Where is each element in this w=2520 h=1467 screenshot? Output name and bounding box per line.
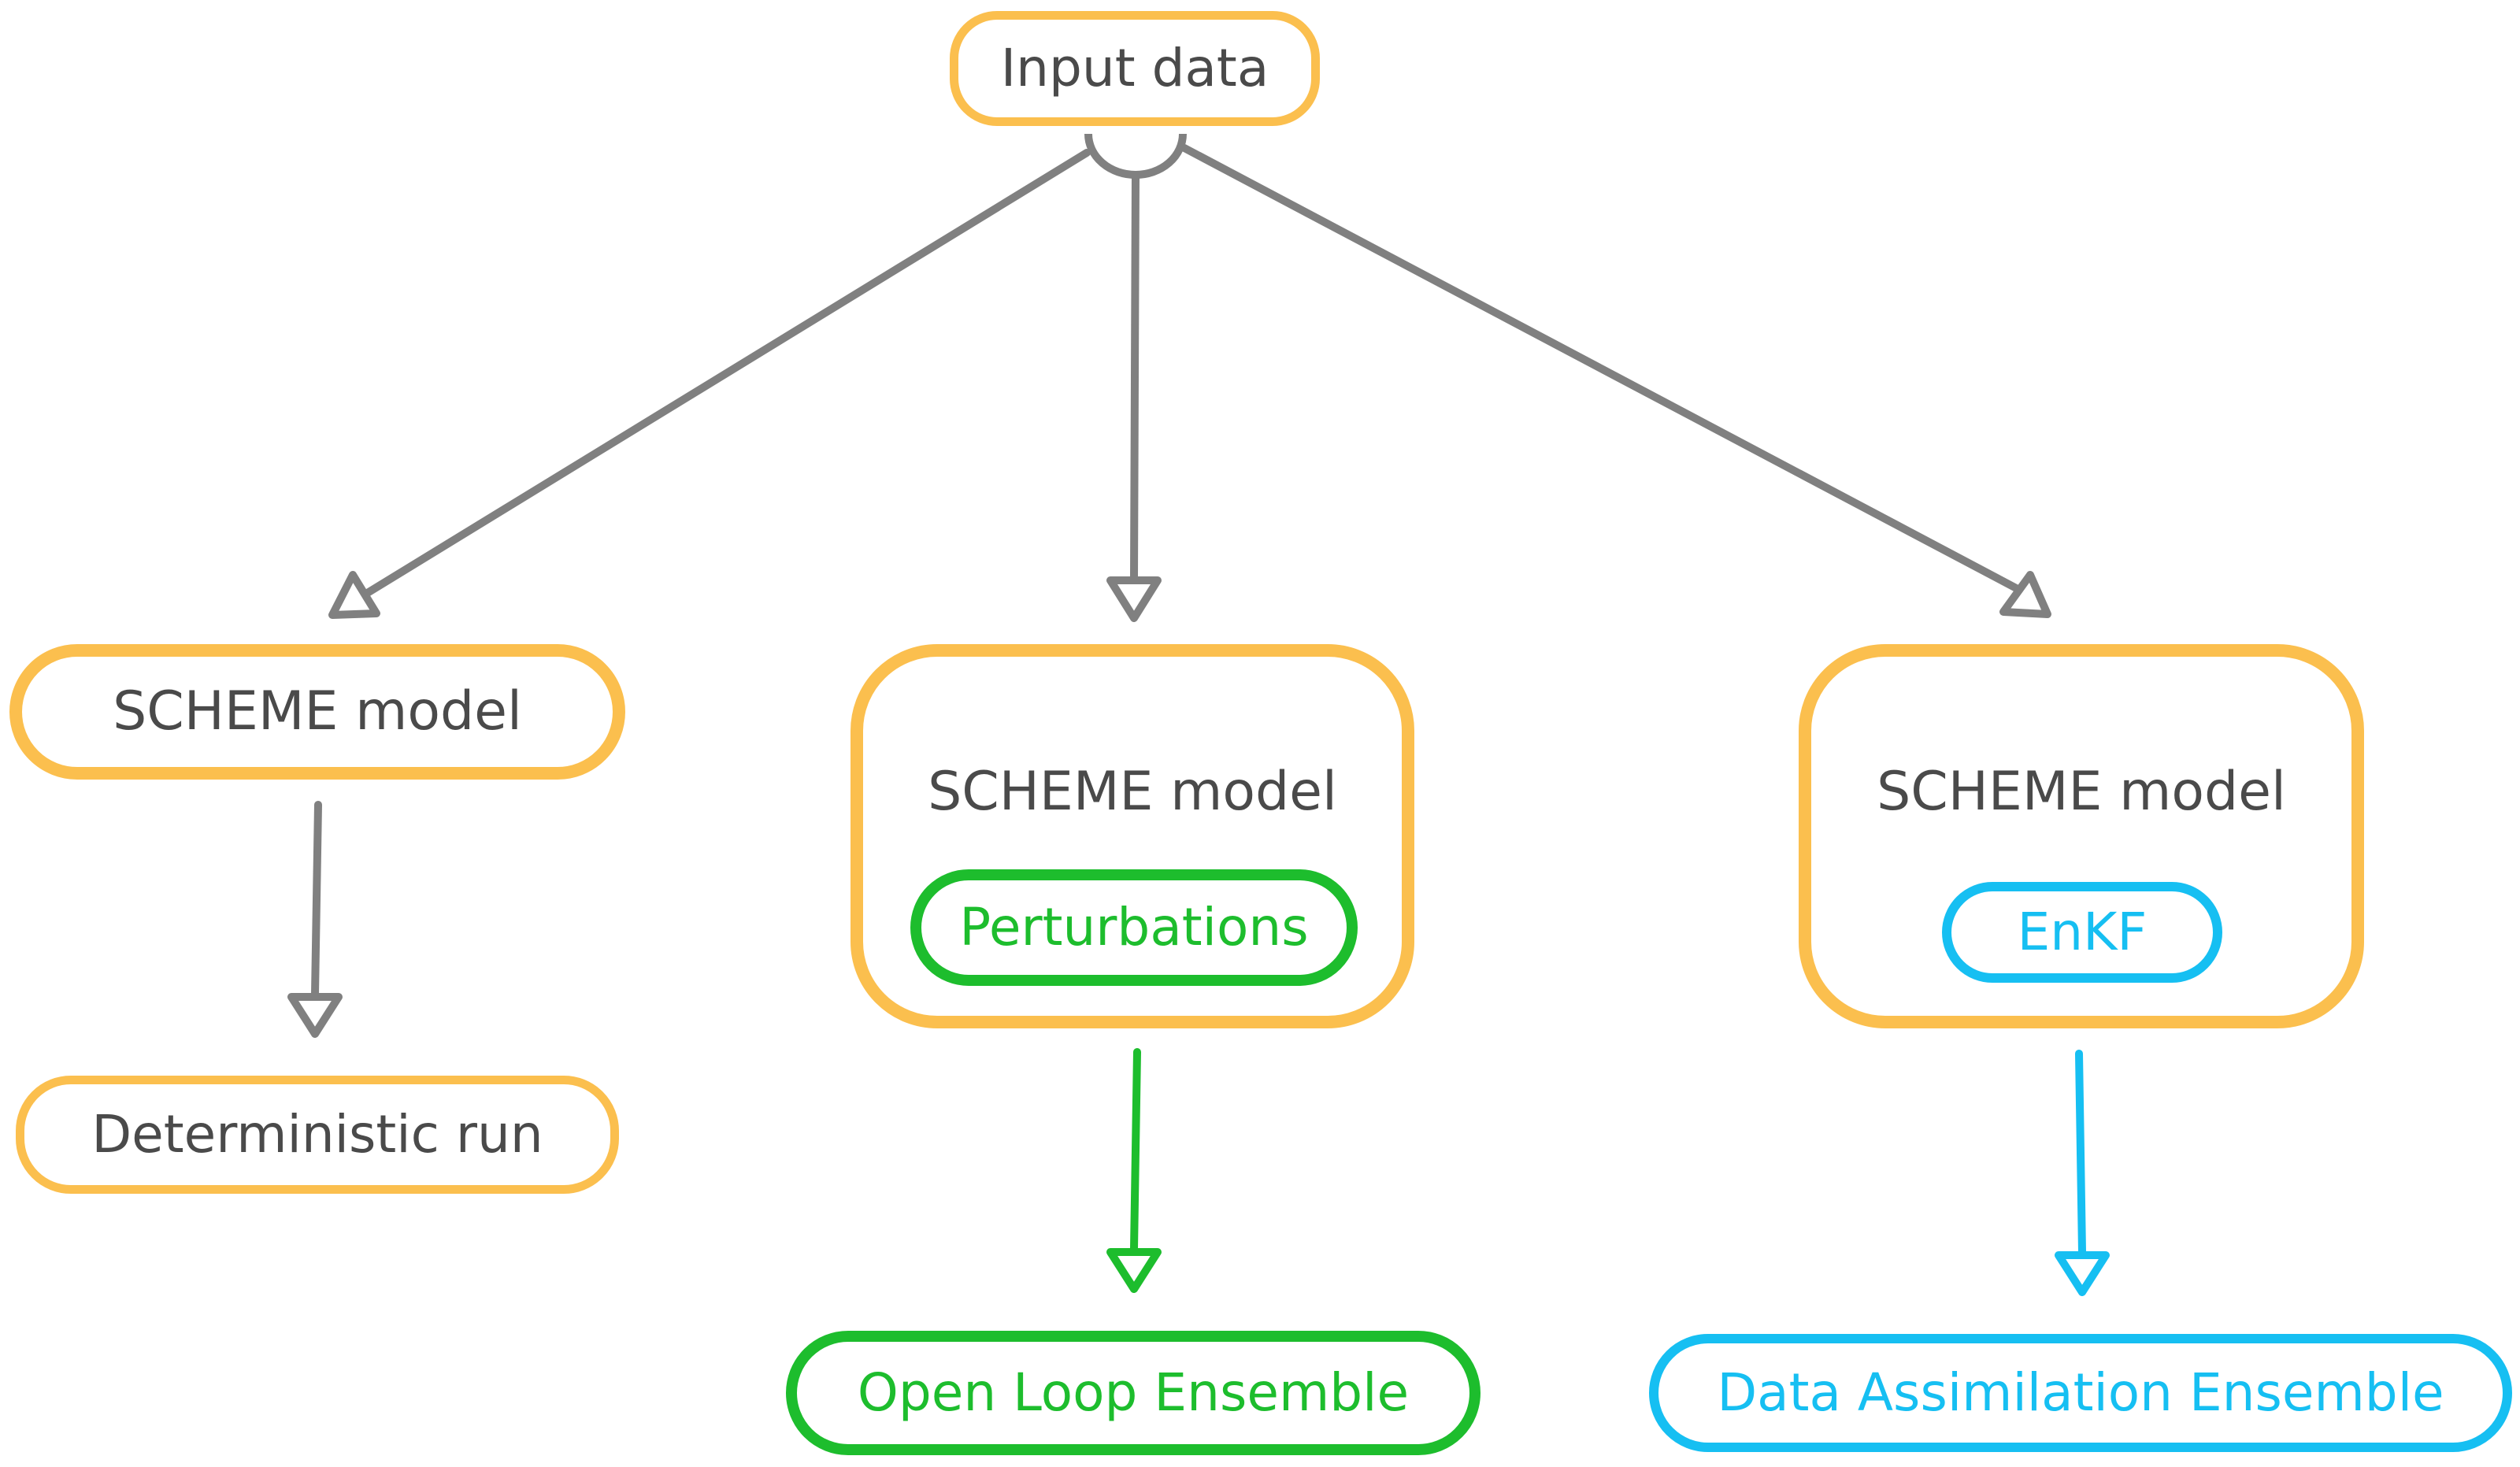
- data-assimilation-ensemble-label: Data Assimilation Ensemble: [1717, 1362, 2444, 1423]
- enkf-label: EnKF: [2017, 902, 2148, 962]
- arrow-scheme-center-to-open-loop: [1106, 1048, 1162, 1293]
- scheme-model-left-label: SCHEME model: [113, 680, 522, 743]
- input-data-node: Input data: [950, 11, 1320, 126]
- scheme-model-center-label: SCHEME model: [928, 761, 1337, 823]
- scheme-model-right-label: SCHEME model: [1877, 761, 2286, 823]
- arrow-input-to-scheme-center: [1106, 171, 1162, 622]
- open-loop-ensemble-node: Open Loop Ensemble: [786, 1331, 1480, 1455]
- enkf-node: EnKF: [1942, 882, 2222, 983]
- junction-arc: [1084, 133, 1187, 179]
- deterministic-run-node: Deterministic run: [16, 1076, 619, 1194]
- scheme-model-right-node: SCHEME model EnKF: [1799, 644, 2364, 1028]
- perturbations-node: Perturbations: [910, 869, 1358, 986]
- arrow-input-to-scheme-left: [328, 149, 1091, 619]
- deterministic-run-label: Deterministic run: [91, 1104, 543, 1165]
- arrow-scheme-right-to-data-assimilation: [2055, 1050, 2110, 1296]
- open-loop-ensemble-label: Open Loop Ensemble: [857, 1362, 1410, 1423]
- arrow-input-to-scheme-right: [1180, 144, 2051, 618]
- data-assimilation-ensemble-node: Data Assimilation Ensemble: [1649, 1334, 2512, 1452]
- scheme-model-center-node: SCHEME model Perturbations: [850, 644, 1414, 1028]
- input-data-label: Input data: [1000, 38, 1269, 98]
- perturbations-label: Perturbations: [959, 897, 1309, 958]
- arrow-scheme-left-to-deterministic: [287, 801, 343, 1038]
- scheme-model-left-node: SCHEME model: [9, 644, 625, 780]
